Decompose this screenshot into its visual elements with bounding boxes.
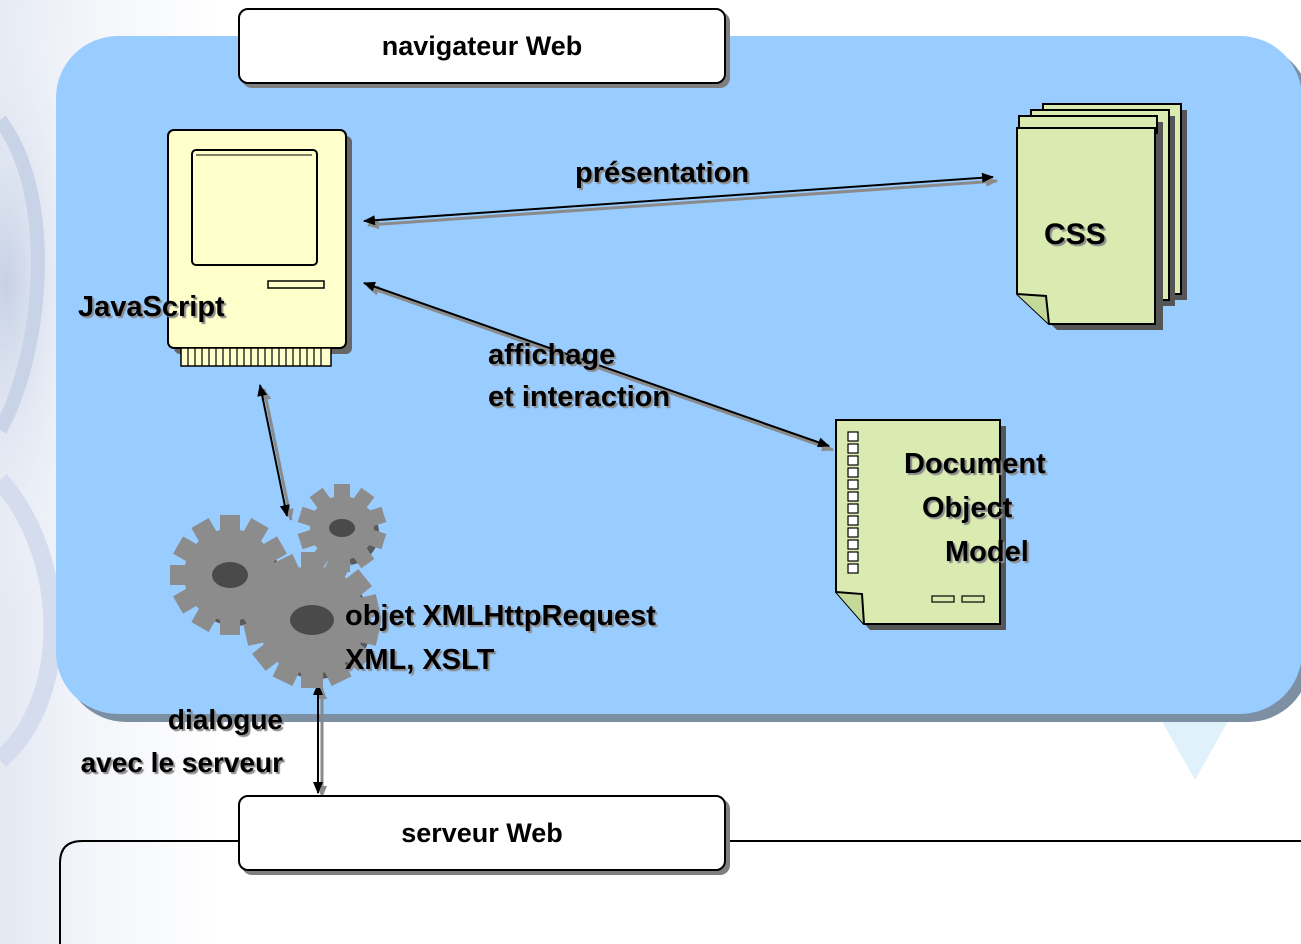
server-title: serveur Web	[238, 795, 726, 871]
dom-label-line-2: Object	[922, 492, 1013, 524]
display-label-line-1: affichage	[488, 339, 616, 371]
display-label-line-2: et interaction	[488, 381, 671, 413]
arrow-presentation	[363, 172, 998, 230]
javascript-label: JavaScript	[78, 291, 225, 323]
dom-label-line-3: Model	[945, 536, 1029, 568]
server-area	[59, 840, 1301, 944]
background-swirl	[0, 474, 62, 767]
presentation-label: présentation	[575, 157, 750, 189]
arrow-javascript-xhr	[257, 384, 294, 521]
css-label: CSS	[1044, 218, 1106, 251]
arrow-display-interaction	[363, 281, 834, 452]
computer-icon	[167, 129, 352, 367]
gears-icon	[170, 484, 387, 688]
dialogue-label-line-1: dialogue	[167, 704, 283, 735]
dom-label-line-1: Document	[904, 448, 1046, 480]
arrow-dialogue-server	[313, 683, 327, 798]
background-swirl	[0, 115, 45, 434]
xhr-label-line-2: XML, XSLT	[345, 644, 495, 676]
xhr-label-line-1: objet XMLHttpRequest	[345, 600, 656, 632]
document-icon	[835, 419, 1006, 630]
dialogue-label-line-2: avec le serveur	[80, 747, 283, 778]
css-pages-icon	[1016, 103, 1187, 330]
browser-title: navigateur Web	[238, 8, 726, 84]
